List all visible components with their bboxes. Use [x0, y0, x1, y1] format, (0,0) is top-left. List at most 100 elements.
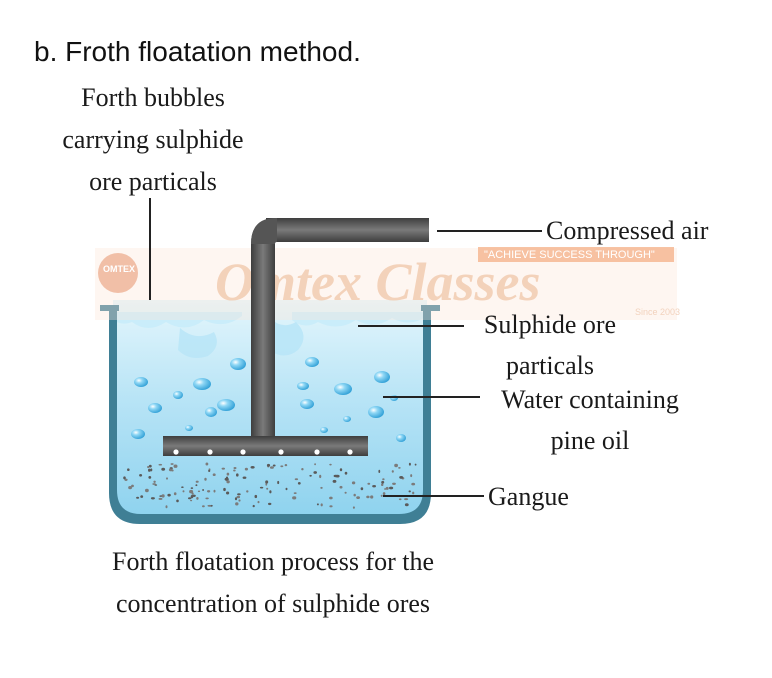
watermark-since: Since 2003: [635, 307, 680, 317]
gangue-particle: [212, 473, 216, 477]
gangue-particle: [140, 495, 144, 498]
gangue-particle: [382, 492, 386, 496]
gangue-particle: [412, 491, 415, 495]
gangue-particle: [124, 478, 128, 481]
gangue-particle: [139, 474, 143, 477]
gangue-particle: [250, 466, 255, 469]
gangue-particle: [284, 464, 288, 467]
gangue-particle: [224, 477, 229, 481]
gangue-particle: [190, 487, 194, 489]
gangue-particle: [269, 466, 274, 469]
gangue-particle: [236, 473, 239, 477]
gangue-particle: [165, 505, 168, 509]
label-froth-line3: ore particals: [89, 167, 217, 196]
gangue-particle: [391, 470, 394, 473]
gangue-particle: [166, 477, 168, 480]
gangue-particle: [158, 497, 163, 500]
gangue-particle: [404, 498, 409, 501]
gangue-particle: [269, 490, 272, 494]
label-gangue: Gangue: [488, 482, 569, 511]
gangue-particle: [226, 480, 230, 484]
gangue-particle: [226, 491, 230, 495]
gangue-particle: [272, 464, 276, 467]
gangue-particle: [404, 503, 409, 507]
gangue-particle: [408, 462, 411, 466]
gangue-particle: [329, 505, 333, 508]
froth-layer: [113, 312, 427, 358]
gangue-particle: [234, 497, 238, 501]
gangue-particle: [148, 464, 152, 468]
gangue-particle: [173, 464, 178, 468]
gangue-particle: [394, 463, 398, 468]
air-pipe: [251, 218, 429, 437]
gangue-particle: [150, 497, 155, 500]
page-heading: b. Froth floatation method.: [34, 36, 361, 67]
gangue-particle: [266, 463, 271, 467]
gangue-particle: [389, 486, 394, 490]
gangue-particle: [127, 468, 130, 472]
watermark-tagline: "ACHIEVE SUCCESS THROUGH": [484, 249, 655, 261]
gangue-particle: [254, 494, 258, 499]
gangue-particle: [313, 471, 318, 474]
gangue-particle: [161, 494, 165, 498]
gangue-particle: [128, 486, 133, 490]
gangue-particle: [319, 474, 322, 479]
gangue-particle: [378, 469, 381, 473]
gangue-particle: [360, 487, 364, 491]
gangue-particle: [173, 492, 177, 496]
label-sulphide-line2: particals: [506, 351, 594, 380]
gangue-particle: [204, 477, 207, 481]
gangue-particle: [266, 487, 269, 490]
gangue-particle: [265, 480, 269, 484]
gangue-particle: [344, 491, 347, 494]
gangue-particle: [398, 498, 402, 501]
gangue-particle: [176, 499, 179, 503]
gangue-particle: [170, 463, 174, 465]
air-distributor: [163, 436, 368, 456]
gangue-particle: [190, 499, 193, 502]
label-froth-line2: carrying sulphide: [62, 125, 243, 154]
gangue-particle: [297, 482, 301, 485]
gangue-particle: [353, 493, 356, 497]
gangue-particle: [399, 476, 404, 479]
gangue-particle: [380, 494, 383, 497]
gangue-particle: [238, 499, 241, 502]
gangue-particle: [294, 478, 299, 481]
gangue-particle: [158, 463, 163, 466]
caption-line2: concentration of sulphide ores: [116, 589, 430, 618]
gangue-particle: [320, 503, 323, 507]
gangue-particle: [280, 465, 284, 468]
gangue-particle: [370, 495, 374, 499]
gangue-particle: [381, 480, 385, 484]
gangue-particle: [208, 469, 211, 472]
gangue-particle: [352, 506, 355, 509]
gangue-particle: [207, 504, 212, 507]
gangue-particle: [167, 493, 171, 497]
label-compressed-air: Compressed air: [546, 216, 709, 245]
gangue-particle: [136, 496, 140, 499]
gangue-particle: [351, 481, 356, 485]
gangue-particle: [202, 489, 205, 491]
gangue-particle: [205, 462, 209, 466]
gangue-particle: [329, 463, 332, 466]
gangue-particle: [293, 492, 297, 494]
gangue-particle: [320, 486, 323, 489]
gangue-particle: [292, 496, 297, 500]
gangue-particle: [207, 490, 211, 493]
label-froth-line1: Forth bubbles: [81, 83, 225, 112]
gangue-particle: [411, 482, 416, 486]
gangue-particle: [221, 467, 225, 470]
gangue-particle: [339, 485, 343, 489]
gangue-particle: [244, 467, 248, 471]
watermark-logo: [98, 253, 138, 293]
gangue-particle: [168, 468, 173, 472]
gangue-particle: [145, 488, 149, 493]
gangue-particle: [192, 494, 196, 497]
gangue-particle: [197, 490, 201, 493]
gangue-particle: [344, 471, 348, 475]
gangue-particle: [147, 465, 150, 469]
gangue-particle: [277, 480, 280, 485]
gangue-particle: [205, 497, 209, 500]
gangue-particle: [339, 468, 343, 472]
